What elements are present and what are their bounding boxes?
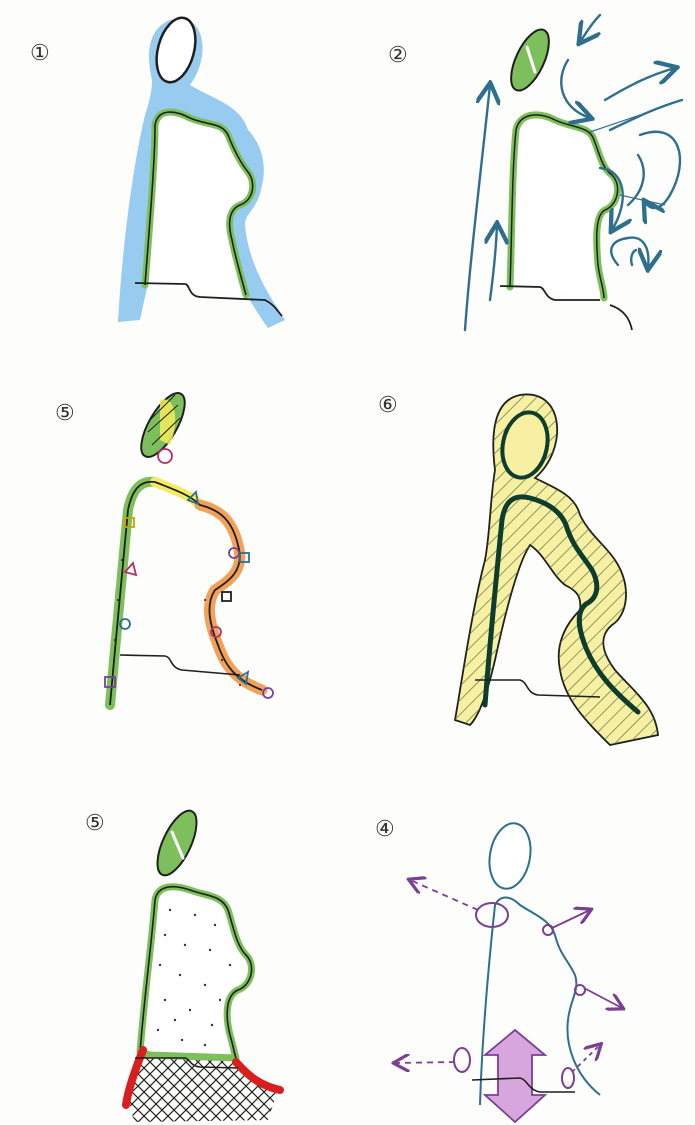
panel-1: ①	[30, 13, 285, 328]
panel-6-number: ④	[375, 817, 395, 842]
panel-2: ②	[388, 15, 682, 330]
panel-5: ⑤	[85, 805, 280, 1122]
crosshatch-base	[129, 1050, 278, 1122]
panel-5-number: ⑤	[85, 811, 105, 836]
panel-4: ⑥	[378, 393, 658, 745]
panel-4-number: ⑥	[378, 393, 398, 418]
body-outline-5	[140, 887, 252, 1058]
panel-6: ④	[375, 817, 622, 1122]
panel-1-number: ①	[30, 41, 50, 66]
head-ellipse-6	[485, 820, 536, 892]
body-outline-2	[510, 115, 618, 298]
panel-3-number: ⑤	[55, 401, 75, 426]
panel-2-number: ②	[388, 43, 408, 68]
edge-green	[110, 482, 155, 705]
double-arrow	[485, 1030, 545, 1122]
panel-3: ⑤	[55, 387, 273, 705]
